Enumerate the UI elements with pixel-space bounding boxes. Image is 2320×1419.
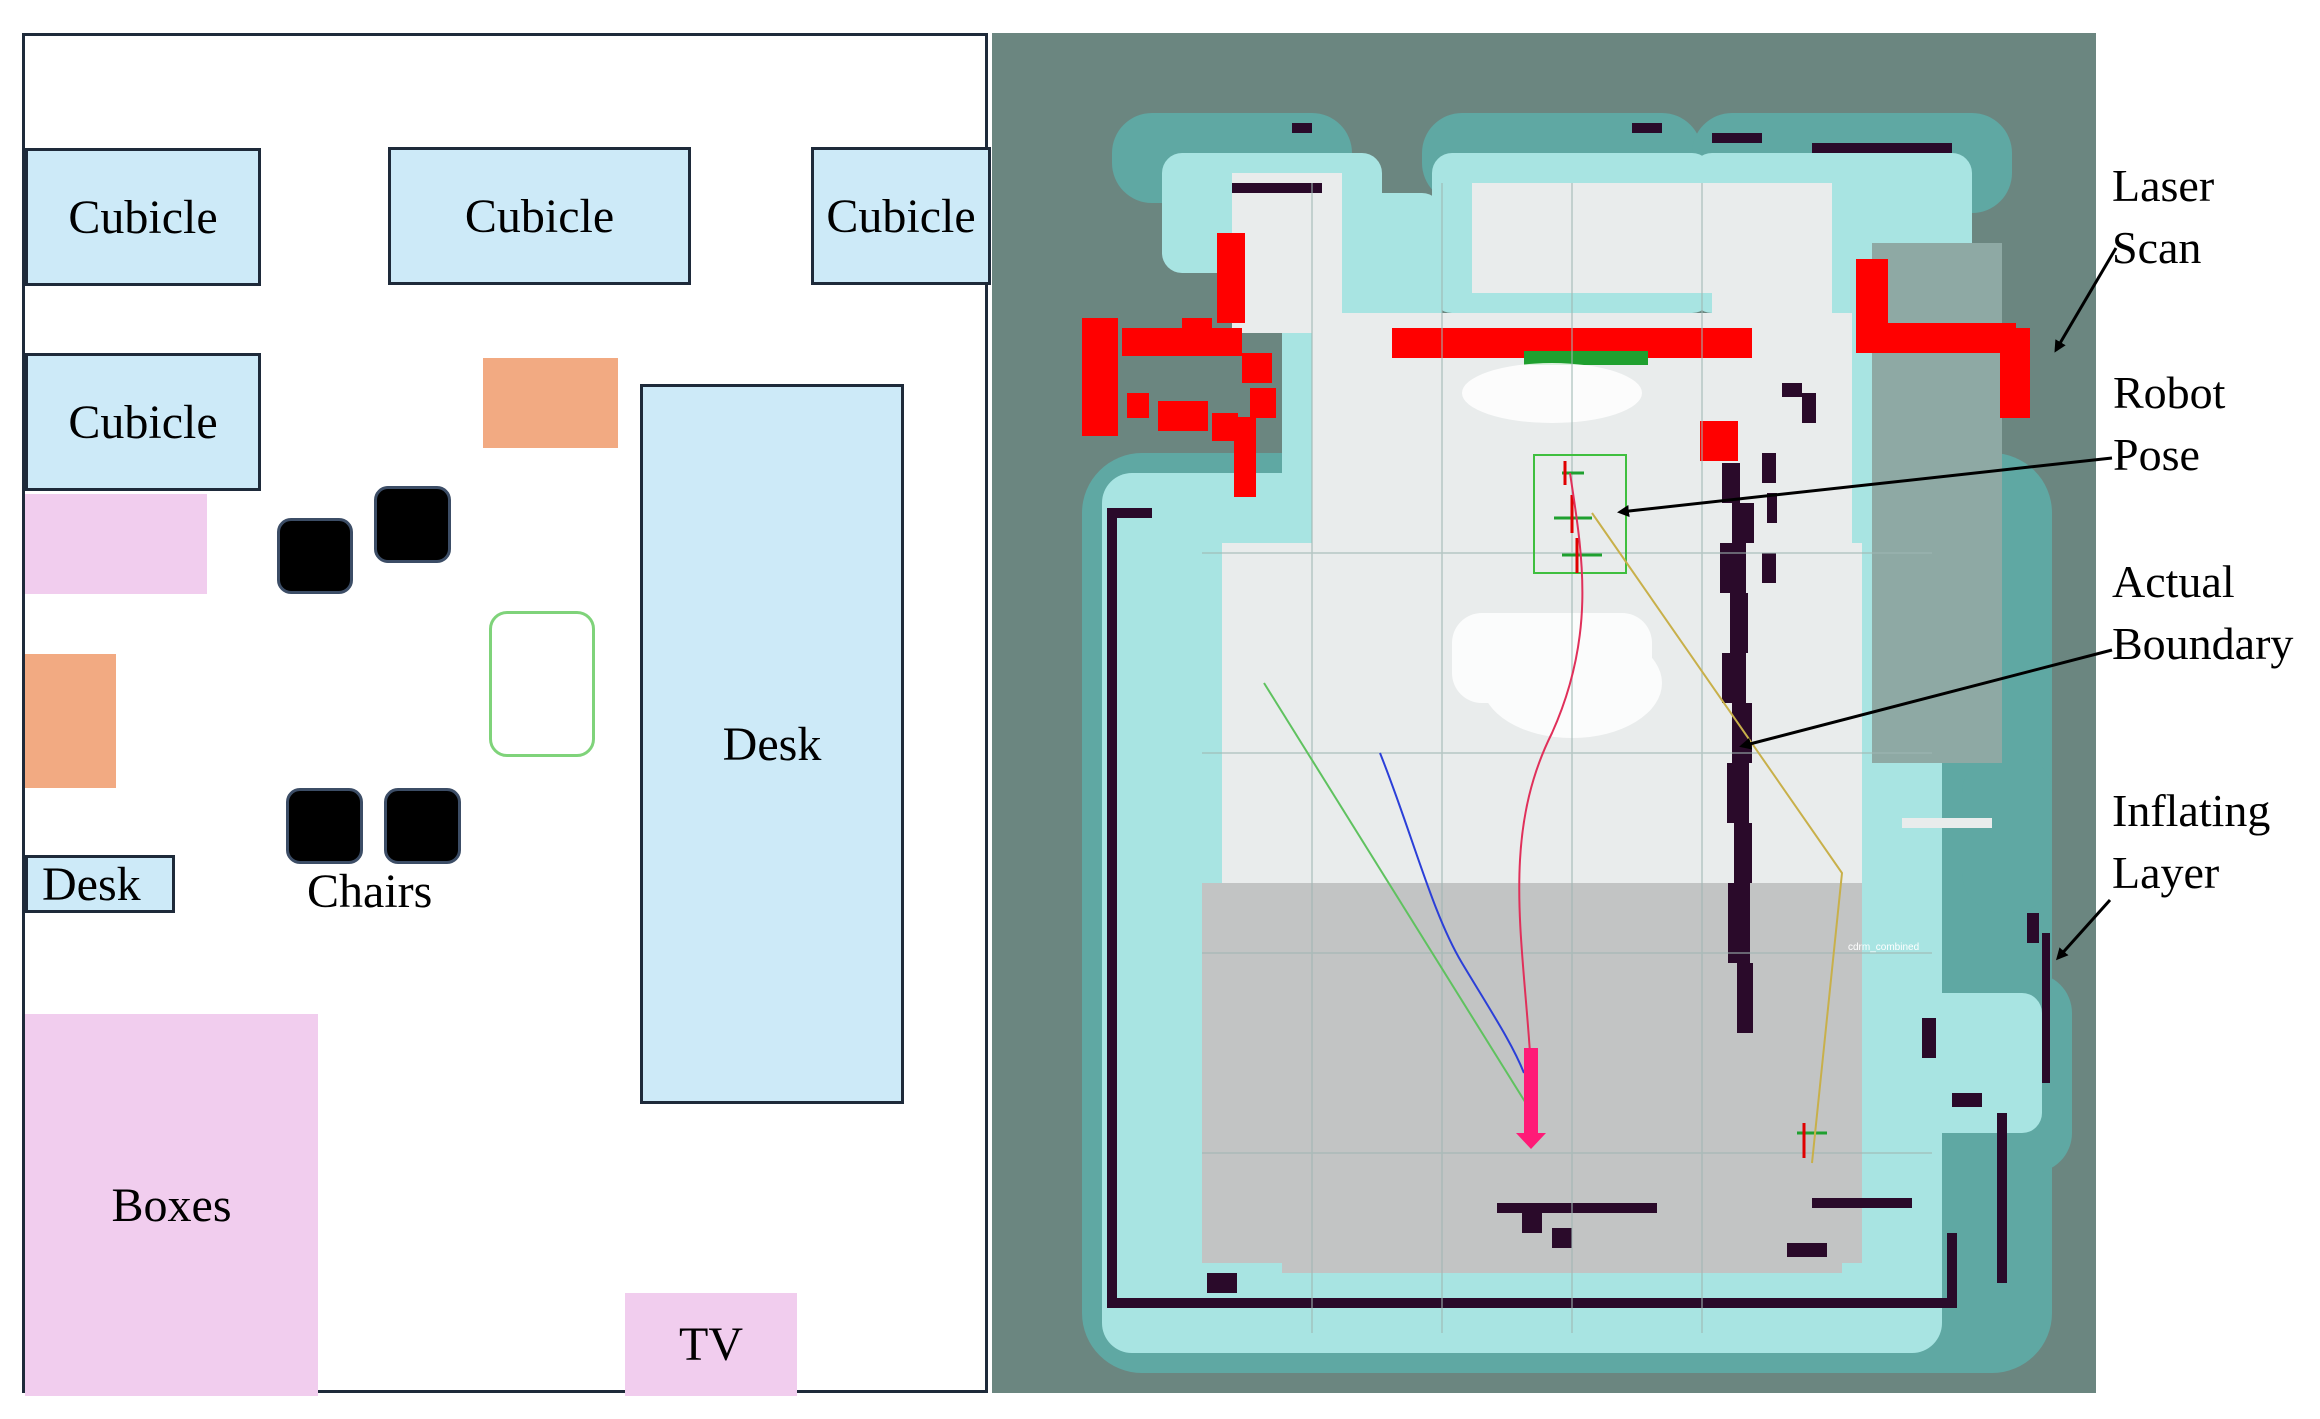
chair-4 <box>384 788 461 864</box>
orange-box-top <box>483 358 618 448</box>
cubicle-1-label: Cubicle <box>68 190 218 244</box>
green-marker <box>1524 351 1648 365</box>
chair-1 <box>277 518 353 594</box>
cubicle-2: Cubicle <box>388 147 691 285</box>
orange-box-left <box>25 654 116 788</box>
cubicle-4-label: Cubicle <box>68 395 218 449</box>
robot-arrow <box>1516 1048 1546 1149</box>
annotation-laser-scan: Laser Scan <box>2112 155 2214 279</box>
cubicle-2-label: Cubicle <box>464 189 615 243</box>
chairs-label: Chairs <box>307 865 433 918</box>
annotation-actual-boundary-line1: Actual <box>2112 556 2235 607</box>
chair-3 <box>286 788 363 864</box>
actual-boundary <box>1107 143 2007 1308</box>
desk-large-label: Desk <box>722 717 822 771</box>
costmap-view: cdrm_combined <box>992 33 2096 1393</box>
right-boundary <box>1922 913 2050 1107</box>
point-cloud <box>1452 363 1662 738</box>
boxes-label: Boxes <box>111 1178 232 1232</box>
floor-plan: Cubicle Cubicle Cubicle Cubicle Chairs D… <box>22 33 991 1396</box>
annotation-laser-scan-line1: Laser <box>2112 160 2215 211</box>
cubicle-3-label: Cubicle <box>826 189 976 243</box>
annotation-laser-scan-line2: Scan <box>2112 222 2202 273</box>
desk-small: Desk <box>25 855 175 913</box>
annotation-robot-pose-line1: Robot <box>2113 367 2226 418</box>
boundary-noise <box>1207 123 1827 1293</box>
pink-storage <box>25 494 207 594</box>
cubicle-1: Cubicle <box>25 148 261 286</box>
planned-line-green <box>1263 682 1533 1114</box>
tv-label: TV <box>679 1318 743 1371</box>
annotation-inflating-layer-line2: Layer <box>2112 847 2220 898</box>
free-space <box>1222 173 1862 923</box>
tv: TV <box>625 1293 797 1396</box>
laser-scan <box>1082 233 2030 497</box>
desk-small-label: Desk <box>42 857 141 911</box>
frame-label: cdrm_combined <box>1848 942 1919 953</box>
robot-path-blue <box>1379 752 1525 1074</box>
annotation-actual-boundary: Actual Boundary <box>2112 551 2293 675</box>
side-panel <box>1872 243 2002 763</box>
robot-outline <box>489 611 595 757</box>
annotation-actual-boundary-line2: Boundary <box>2112 618 2294 669</box>
costmap-svg: cdrm_combined <box>1082 113 2072 1373</box>
chair-2 <box>374 486 451 563</box>
desk-large: Desk <box>640 384 904 1104</box>
boxes: Boxes <box>25 1014 318 1396</box>
annotation-robot-pose-line2: Pose <box>2113 429 2200 480</box>
robot-path-red <box>1518 472 1584 1054</box>
annotation-inflating-layer: Inflating Layer <box>2112 780 2270 904</box>
cubicle-4: Cubicle <box>25 353 261 491</box>
annotation-robot-pose: Robot Pose <box>2113 362 2225 486</box>
scan-stripe <box>1902 818 1992 828</box>
planned-line-yellow <box>1591 512 1844 1164</box>
robot-pose-axes <box>1554 461 1827 1158</box>
annotation-inflating-layer-line1: Inflating <box>2112 785 2271 836</box>
cubicle-3: Cubicle <box>811 147 991 285</box>
grid <box>1202 183 1932 1333</box>
